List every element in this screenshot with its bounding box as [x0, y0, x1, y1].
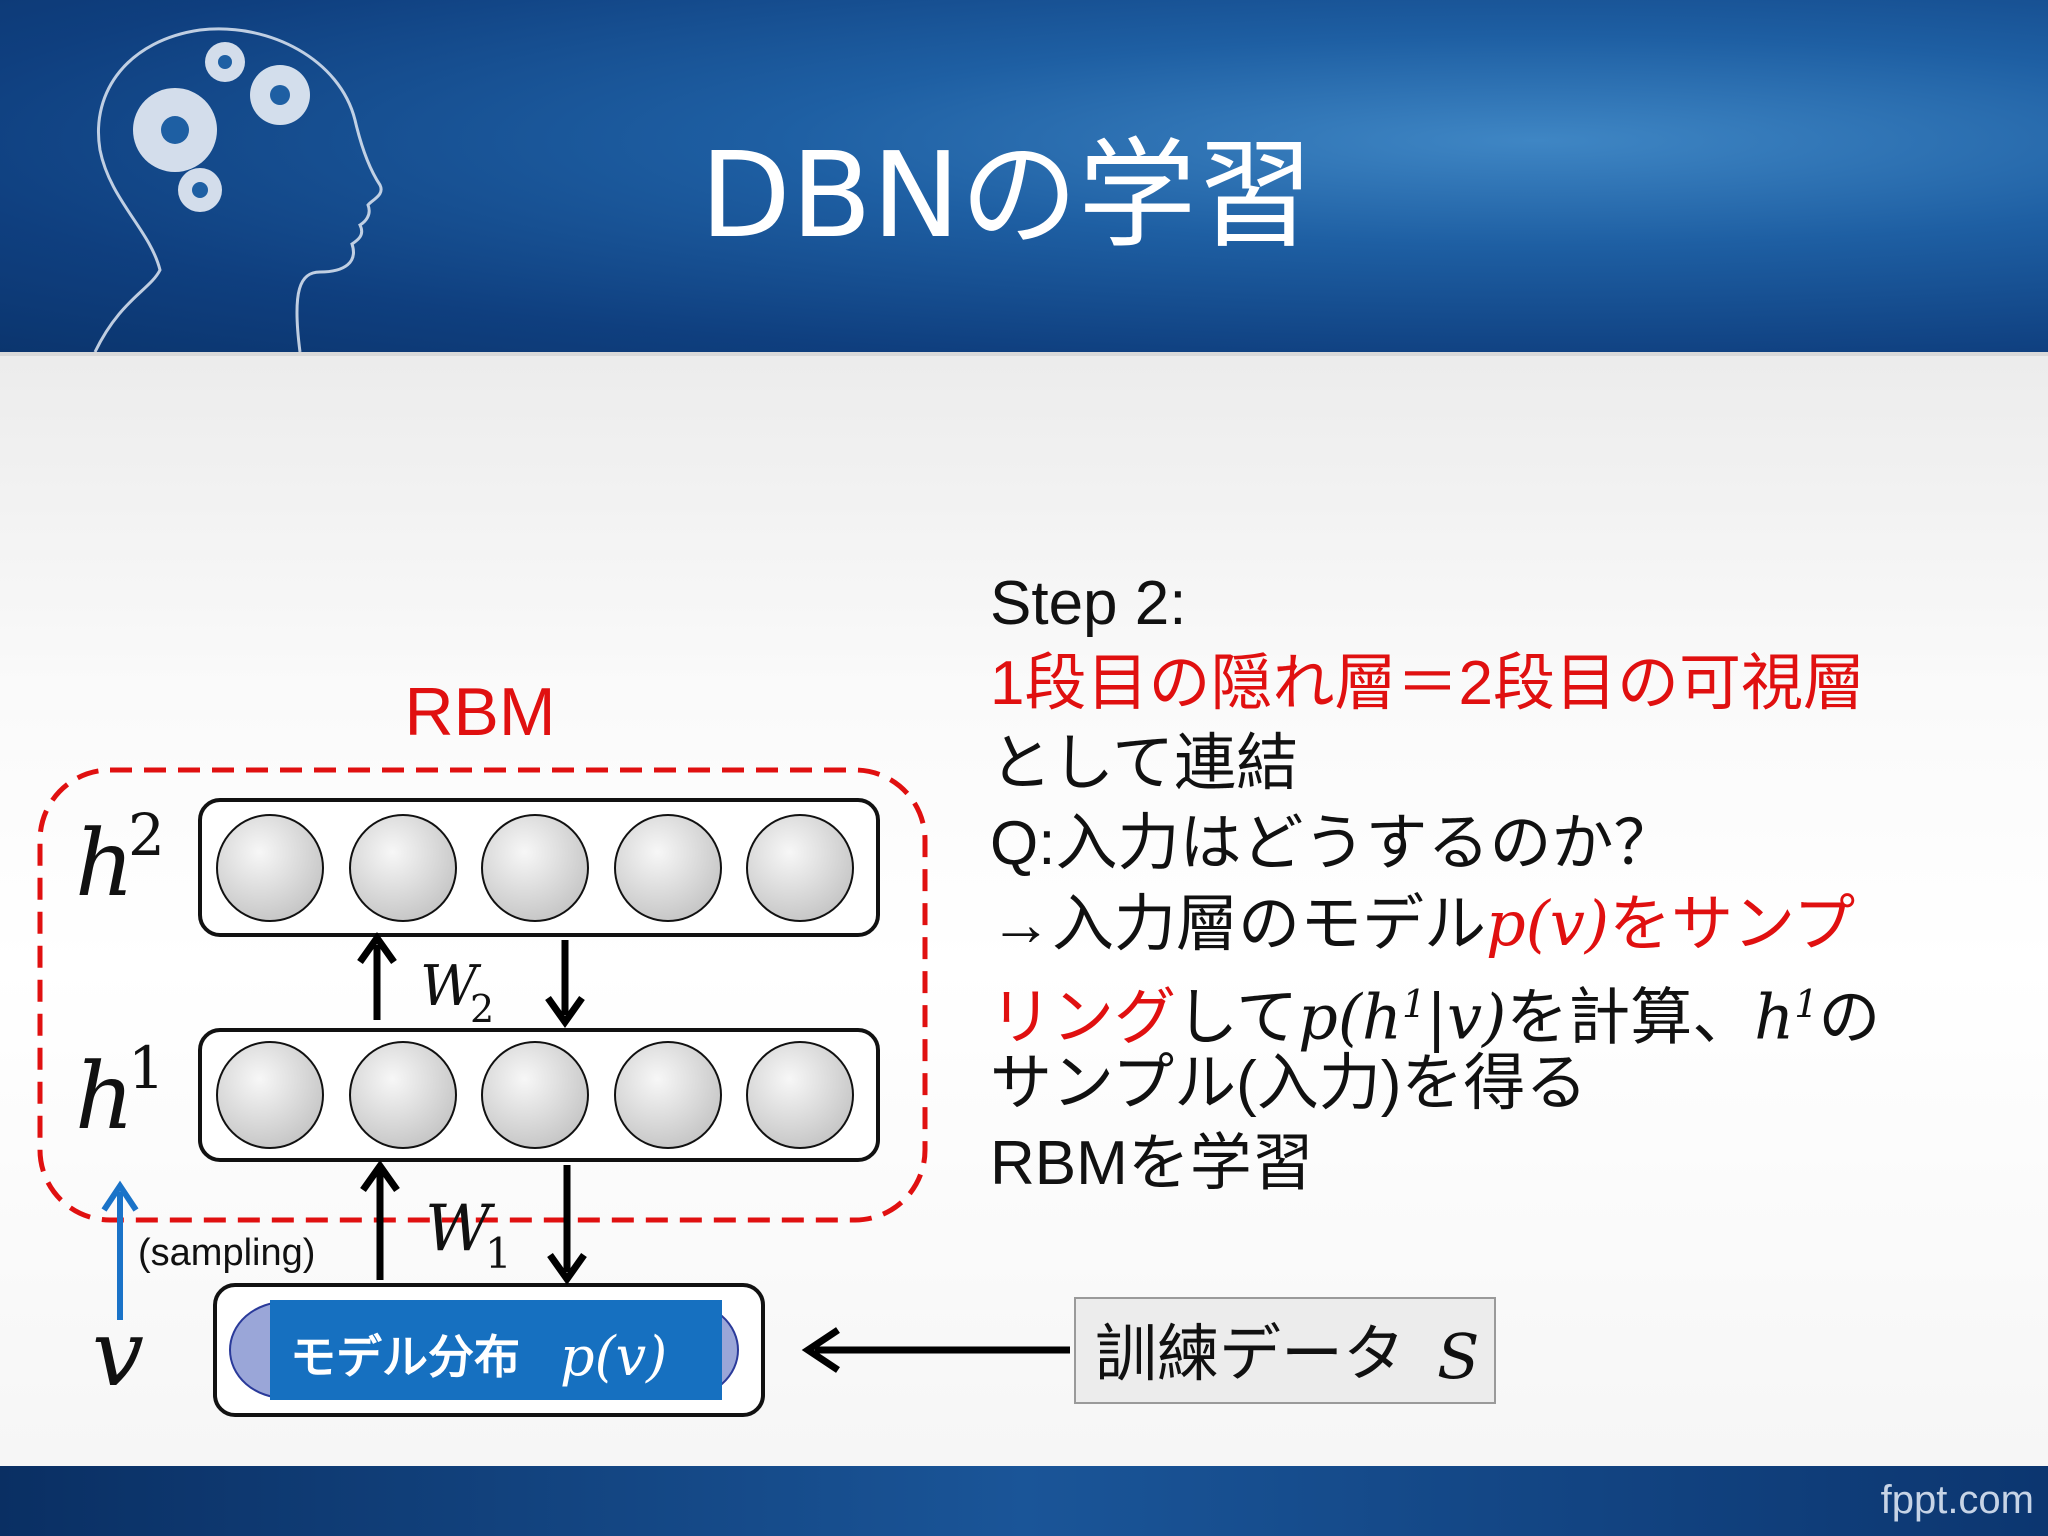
answer-line-2-b: して	[1176, 983, 1299, 1053]
answer-line-1-b: をサンプ	[1609, 890, 1856, 959]
text-line-7: サンプル(入力)を得る	[990, 1049, 1588, 1118]
sampling-label: (sampling)	[138, 1232, 315, 1274]
layer-v: モデル分布 p(v)	[213, 1283, 765, 1417]
h1-unit	[349, 1041, 457, 1149]
h1-unit	[216, 1041, 324, 1149]
model-distribution-math: p(v)	[560, 1325, 667, 1388]
answer-line-2-math1: p(h	[1298, 980, 1402, 1054]
text-line-3: として連結	[990, 729, 1299, 798]
sampling-arrow-head	[101, 1180, 139, 1212]
answer-line-2-d: の	[1818, 983, 1881, 1053]
weight-w1-label: W	[425, 1192, 496, 1266]
h1-unit	[746, 1041, 854, 1149]
red-statement: 1段目の隠れ層＝2段目の可視層	[990, 649, 1865, 718]
answer-line-2-c: を計算、	[1506, 983, 1755, 1053]
step-heading: Step 2:	[990, 569, 1187, 638]
weight-w2-sub: 2	[470, 987, 494, 1031]
answer-line-1-a: →入力層のモデル	[990, 890, 1487, 959]
answer-line-1-math: p(v)	[1486, 887, 1610, 960]
h2-unit	[614, 814, 722, 922]
weight-w1-sub: 1	[485, 1229, 512, 1278]
answer-line-2-math1-end: |v)	[1426, 980, 1507, 1054]
layer-h1	[198, 1028, 880, 1162]
h2-unit	[746, 814, 854, 922]
down-arrow-w1-head	[547, 1252, 587, 1286]
h2-unit	[349, 814, 457, 922]
h1-unit	[614, 1041, 722, 1149]
h2-layer-sup: 2	[128, 801, 165, 869]
text-line-8: RBMを学習	[990, 1129, 1314, 1198]
rbm-label: RBM	[404, 674, 555, 750]
header-divider	[0, 352, 2048, 356]
model-distribution-label: モデル分布	[290, 1330, 520, 1384]
answer-line-2-math2: h	[1754, 980, 1795, 1054]
h1-layer-sup: 1	[128, 1034, 165, 1102]
answer-line-2-math2-sup: 1	[1794, 982, 1819, 1026]
h1-layer-label: h	[75, 1043, 134, 1150]
layer-h2	[198, 798, 880, 937]
weight-w2-label: W	[420, 954, 482, 1019]
answer-line-2-a: リング	[990, 983, 1177, 1053]
slide-header: DBNの学習	[0, 0, 2048, 352]
answer-line-2: リングしてp(h1|v)を計算、h1の	[990, 965, 1880, 1058]
rbm-dashed-box	[37, 767, 928, 1223]
training-data-box	[1074, 1297, 1496, 1404]
footer-brand: fppt.com	[1880, 1478, 2034, 1522]
training-data-label: 訓練データ	[1095, 1317, 1405, 1390]
model-distribution-box	[270, 1300, 722, 1400]
h1-unit	[481, 1041, 589, 1149]
answer-line-2-math1-sup: 1	[1401, 982, 1427, 1026]
slide-title: DBNの学習	[700, 126, 1315, 264]
question-line: Q:入力はどうするのか？	[990, 809, 1676, 878]
h2-layer-label: h	[75, 810, 134, 917]
training-arrow-head	[801, 1327, 840, 1373]
down-arrow-w2-head	[545, 995, 585, 1029]
h2-unit	[481, 814, 589, 922]
up-arrow-w2-head	[357, 931, 397, 965]
training-data-math: S	[1437, 1320, 1479, 1393]
answer-line-1: →入力層のモデルp(v)をサンプ	[990, 885, 1855, 964]
head-gears-icon	[93, 27, 383, 352]
h2-unit	[216, 814, 324, 922]
up-arrow-w1-head	[360, 1159, 400, 1193]
slide-footer: fppt.com	[0, 1466, 2048, 1536]
